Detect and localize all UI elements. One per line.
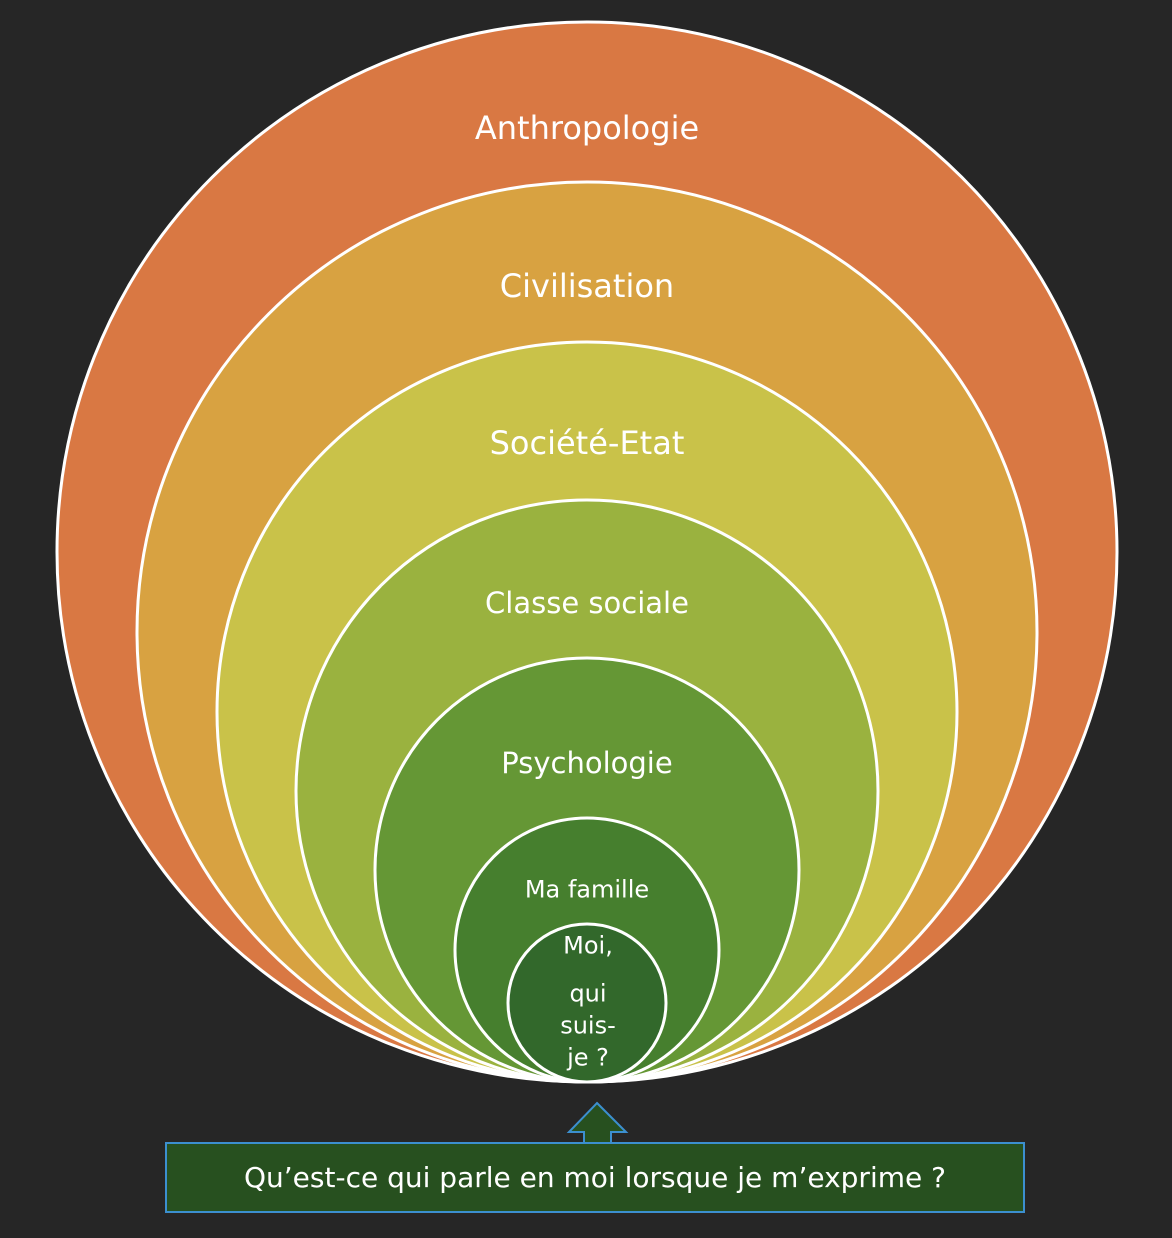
ring-label: Société-Etat bbox=[490, 424, 685, 462]
ring-6 bbox=[506, 922, 668, 1084]
ring-label: Classe sociale bbox=[485, 586, 689, 620]
ring-label: qui bbox=[569, 979, 606, 1007]
ring-label: Ma famille bbox=[525, 875, 649, 903]
ring-label: je ? bbox=[566, 1043, 609, 1071]
ring-label: Anthropologie bbox=[475, 109, 699, 147]
question-text: Qu’est-ce qui parle en moi lorsque je m’… bbox=[244, 1161, 946, 1194]
arrow-up-icon bbox=[566, 1101, 629, 1145]
ring-label: Moi, bbox=[563, 931, 613, 959]
ring-label: suis- bbox=[560, 1011, 616, 1039]
ring-label: Psychologie bbox=[501, 746, 672, 780]
question-box: Qu’est-ce qui parle en moi lorsque je m’… bbox=[165, 1142, 1025, 1213]
ring-label: Civilisation bbox=[500, 267, 674, 305]
